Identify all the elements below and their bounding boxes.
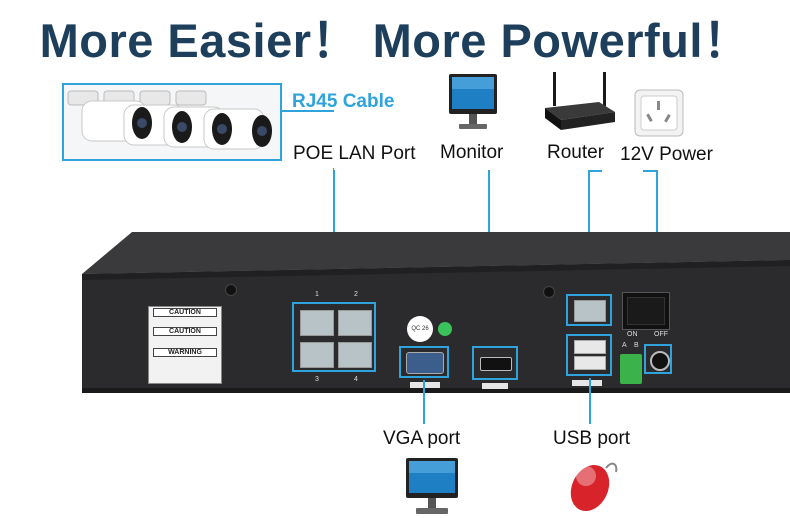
- vga-port: [399, 346, 449, 378]
- hdmi-plate: [482, 383, 508, 389]
- screw-left: [225, 284, 237, 296]
- rs485-terminal: [620, 354, 642, 384]
- usb-connector-1: [574, 340, 606, 354]
- caution-title-2: CAUTION: [153, 327, 217, 336]
- screw-right: [543, 286, 555, 298]
- lan-port-2: [338, 310, 372, 336]
- switch-rocker: [627, 297, 665, 325]
- camera-icon: [67, 90, 272, 150]
- router-icon: [545, 72, 615, 130]
- camera-box: [62, 83, 282, 161]
- warning-title: WARNING: [153, 348, 217, 357]
- vga-line: [423, 380, 425, 424]
- lan-port-4: [338, 342, 372, 368]
- usb-port-label: USB port: [553, 428, 631, 449]
- switch-off-label: OFF: [654, 331, 668, 338]
- headline: More Easier！ More Powerful！: [39, 14, 751, 67]
- poe-lan-ports: [292, 302, 376, 372]
- switch-on-label: ON: [627, 331, 638, 338]
- monitor-label: Monitor: [440, 142, 504, 163]
- router-label: Router: [547, 142, 605, 163]
- rj45-cable-label: RJ45 Cable: [292, 91, 395, 112]
- vga-port-label: VGA port: [383, 428, 461, 449]
- mouse-icon: [570, 462, 618, 512]
- power-line-cap: [643, 170, 657, 172]
- qc-sticker: QC 26: [407, 316, 433, 342]
- lan-port-3: [300, 342, 334, 368]
- monitor-icon: [449, 74, 497, 129]
- router-line-cap: [588, 170, 602, 172]
- power-socket-icon: [634, 89, 684, 137]
- terminal-a-label: A: [622, 342, 627, 349]
- usb-plate: [572, 380, 602, 386]
- nvr-device: [62, 230, 790, 395]
- caution-title: CAUTION: [153, 308, 217, 317]
- dc-jack-socket: [650, 351, 670, 371]
- poe-lan-port-label: POE LAN Port: [293, 143, 416, 164]
- port-number-3: 3: [315, 376, 319, 383]
- power-switch: [622, 292, 670, 330]
- green-dot: [438, 322, 452, 336]
- hdmi-connector: [480, 357, 512, 371]
- usb-connector-2: [574, 356, 606, 370]
- lan-line-cap: [333, 168, 334, 170]
- network-connector: [574, 300, 606, 322]
- power-label: 12V Power: [620, 144, 713, 165]
- network-port: [566, 294, 612, 326]
- dc-power-jack: [644, 344, 672, 374]
- vga-plate: [410, 382, 440, 388]
- lan-port-1: [300, 310, 334, 336]
- port-number-4: 4: [354, 376, 358, 383]
- terminal-b-label: B: [634, 342, 639, 349]
- port-number-2: 2: [354, 291, 358, 298]
- hdmi-port: [472, 346, 518, 380]
- port-number-1: 1: [315, 291, 319, 298]
- cable-line-h: [282, 110, 334, 112]
- caution-label: CAUTION CAUTION WARNING: [148, 306, 222, 384]
- vga-connector: [406, 352, 444, 374]
- usb-line: [589, 378, 591, 424]
- usb-ports: [566, 334, 612, 376]
- monitor-icon: [406, 458, 458, 514]
